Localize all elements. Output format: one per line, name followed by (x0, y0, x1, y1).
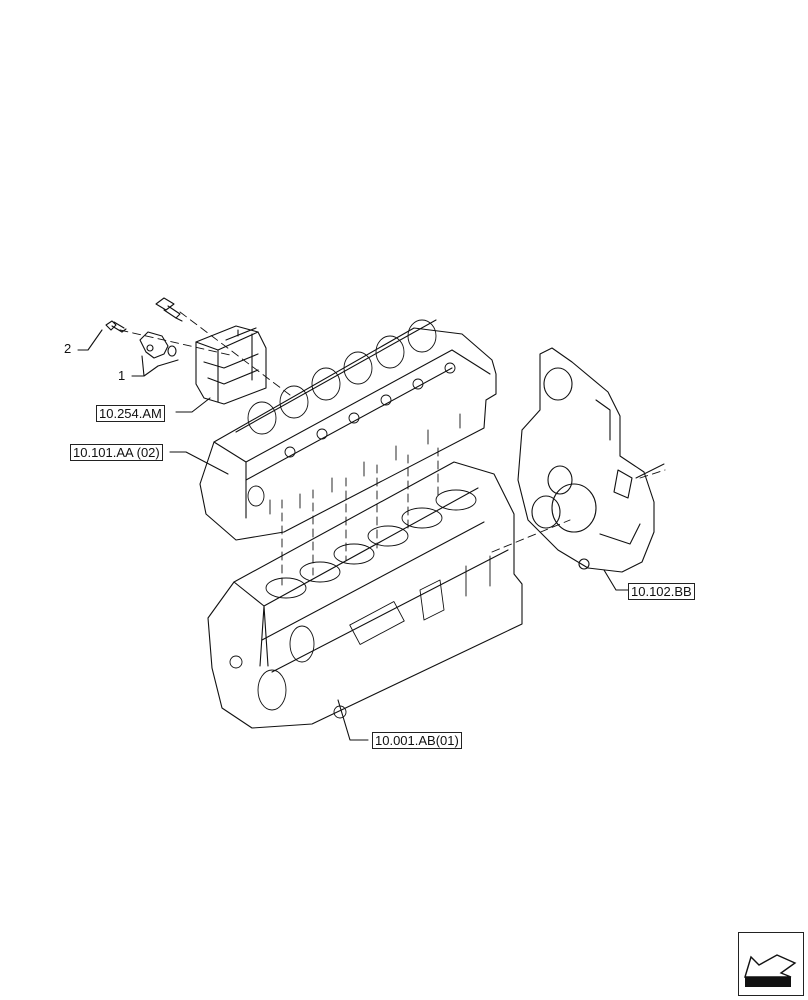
timing-cover-part (517, 347, 665, 573)
reference-link-10-254-am[interactable]: 10.254.AM (96, 405, 165, 422)
bracket-part (139, 331, 177, 359)
assembly-lines (119, 311, 666, 586)
reference-link-10-001-ab[interactable]: 10.001.AB(01) (372, 732, 462, 749)
cylinder-head-part (199, 319, 497, 541)
reference-link-10-102-bb[interactable]: 10.102.BB (628, 583, 695, 600)
bolt-part (105, 320, 127, 333)
housing-part (195, 325, 267, 405)
callout-number-1: 1 (118, 368, 126, 383)
callout-number-2: 2 (64, 341, 72, 356)
sensor-part (155, 297, 183, 322)
crankcase-part (207, 461, 523, 729)
arrow-back-icon (744, 954, 797, 987)
reference-link-10-101-aa[interactable]: 10.101.AA (02) (70, 444, 163, 461)
back-navigation-button[interactable] (738, 932, 804, 996)
